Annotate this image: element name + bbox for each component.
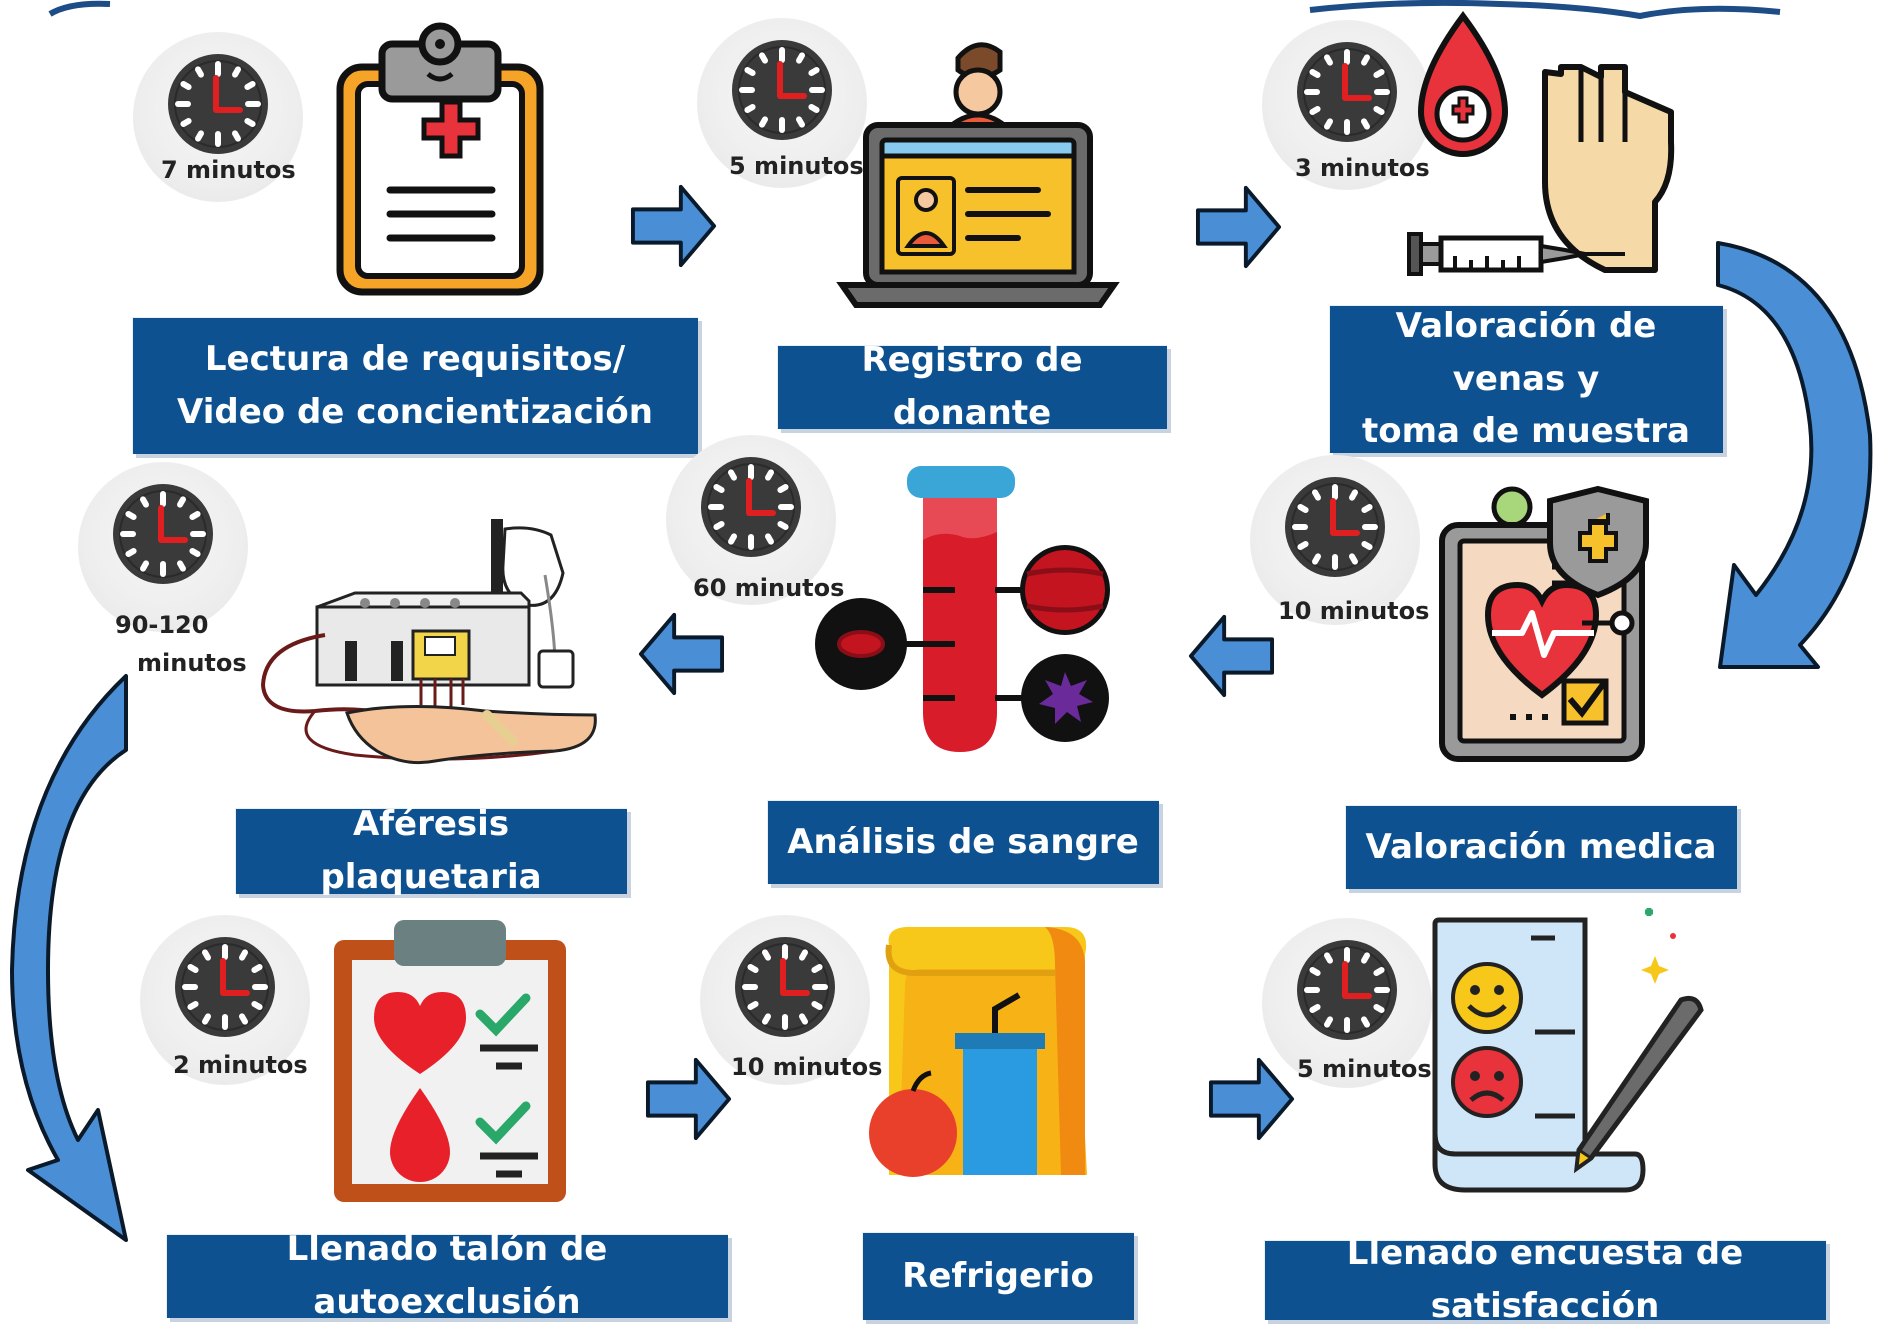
- clock-icon: [1295, 40, 1399, 144]
- snack-icon: [869, 926, 1087, 1177]
- step-3-label-line-1: Valoración de venas y: [1395, 305, 1657, 399]
- flow-arrow-7-8: [645, 1055, 733, 1143]
- clipboard-icon: [336, 22, 544, 296]
- step-5-time: 60 minutos: [693, 574, 845, 602]
- step-3-time: 3 minutos: [1295, 154, 1430, 182]
- curved-arrow-right: [1716, 241, 1873, 669]
- clock-badge-step-4: [1250, 455, 1420, 625]
- step-6-time-line-2: minutos: [137, 649, 247, 677]
- clock-icon: [166, 52, 270, 156]
- step-4-time: 10 minutos: [1278, 597, 1430, 625]
- clock-icon: [730, 38, 834, 142]
- step-9-time: 5 minutos: [1297, 1055, 1432, 1083]
- clock-badge-step-3: [1262, 20, 1432, 190]
- clock-icon: [1283, 475, 1387, 579]
- step-2-label: Registro de donante: [777, 340, 1167, 433]
- clock-badge-step-2: [697, 18, 867, 188]
- step-5-label: Análisis de sangre: [767, 800, 1159, 884]
- blood-sample-icon: [1407, 10, 1675, 276]
- curved-arrow-left: [10, 674, 128, 1242]
- clock-badge-step-9: [1262, 918, 1432, 1088]
- checklist-icon: [334, 920, 566, 1202]
- step-2-time: 5 minutos: [729, 152, 864, 180]
- step-6-label-line-1: Aféresis plaquetaria: [320, 804, 542, 897]
- clock-icon: [173, 935, 277, 1039]
- medical-report-icon: [1439, 485, 1649, 762]
- clock-badge-step-5: [666, 435, 836, 605]
- step-4-label: Valoración medica: [1345, 805, 1737, 889]
- clock-badge-step-7: [140, 915, 310, 1085]
- apheresis-machine-icon: [260, 519, 597, 765]
- step-1-label: Lectura de requisitos/ Video de concient…: [132, 317, 698, 454]
- flow-arrow-2-3: [1195, 183, 1283, 271]
- step-3-label-line-2: toma de muestra: [1362, 411, 1690, 452]
- clock-icon: [733, 935, 837, 1039]
- step-9-label-line-1: Llenado encuesta de satisfacción: [1346, 1233, 1744, 1326]
- test-tube-icon: [815, 466, 1110, 752]
- clock-badge-step-8: [700, 915, 870, 1085]
- step-6-label: Aféresis plaquetaria: [235, 804, 627, 897]
- step-7-time: 2 minutos: [173, 1051, 308, 1079]
- step-7-label: Llenado talón de autoexclusión: [166, 1229, 728, 1322]
- clock-badge-step-6: [78, 462, 248, 632]
- flow-arrow-8-9: [1208, 1055, 1296, 1143]
- step-8-label-line-1: Refrigerio: [902, 1255, 1094, 1296]
- step-1-label-line-2: Video de concientización: [177, 391, 653, 432]
- clock-icon: [111, 482, 215, 586]
- clock-icon: [699, 455, 803, 559]
- step-9-label: Llenado encuesta de satisfacción: [1264, 1233, 1826, 1326]
- flow-arrow-4-5: [1187, 612, 1275, 700]
- step-8-time: 10 minutos: [731, 1053, 883, 1081]
- step-3-label: Valoración de venas y toma de muestra: [1329, 305, 1723, 453]
- top-decoration: [48, 0, 1781, 20]
- step-1-label-line-1: Lectura de requisitos/: [204, 338, 626, 379]
- survey-icon: [1432, 908, 1704, 1193]
- step-4-label-line-1: Valoración medica: [1365, 826, 1717, 867]
- laptop-registration-icon: [836, 42, 1120, 308]
- step-2-label-line-1: Registro de donante: [861, 340, 1083, 433]
- step-8-label: Refrigerio: [862, 1232, 1134, 1320]
- step-6-time-line-1: 90-120: [115, 611, 209, 639]
- step-7-label-line-1: Llenado talón de autoexclusión: [286, 1229, 608, 1322]
- clock-badge-step-1: [133, 32, 303, 202]
- flow-arrow-1-2: [630, 182, 718, 270]
- clock-icon: [1295, 938, 1399, 1042]
- step-5-label-line-1: Análisis de sangre: [787, 821, 1139, 862]
- step-1-time: 7 minutos: [161, 156, 296, 184]
- flow-arrow-5-6: [637, 610, 725, 698]
